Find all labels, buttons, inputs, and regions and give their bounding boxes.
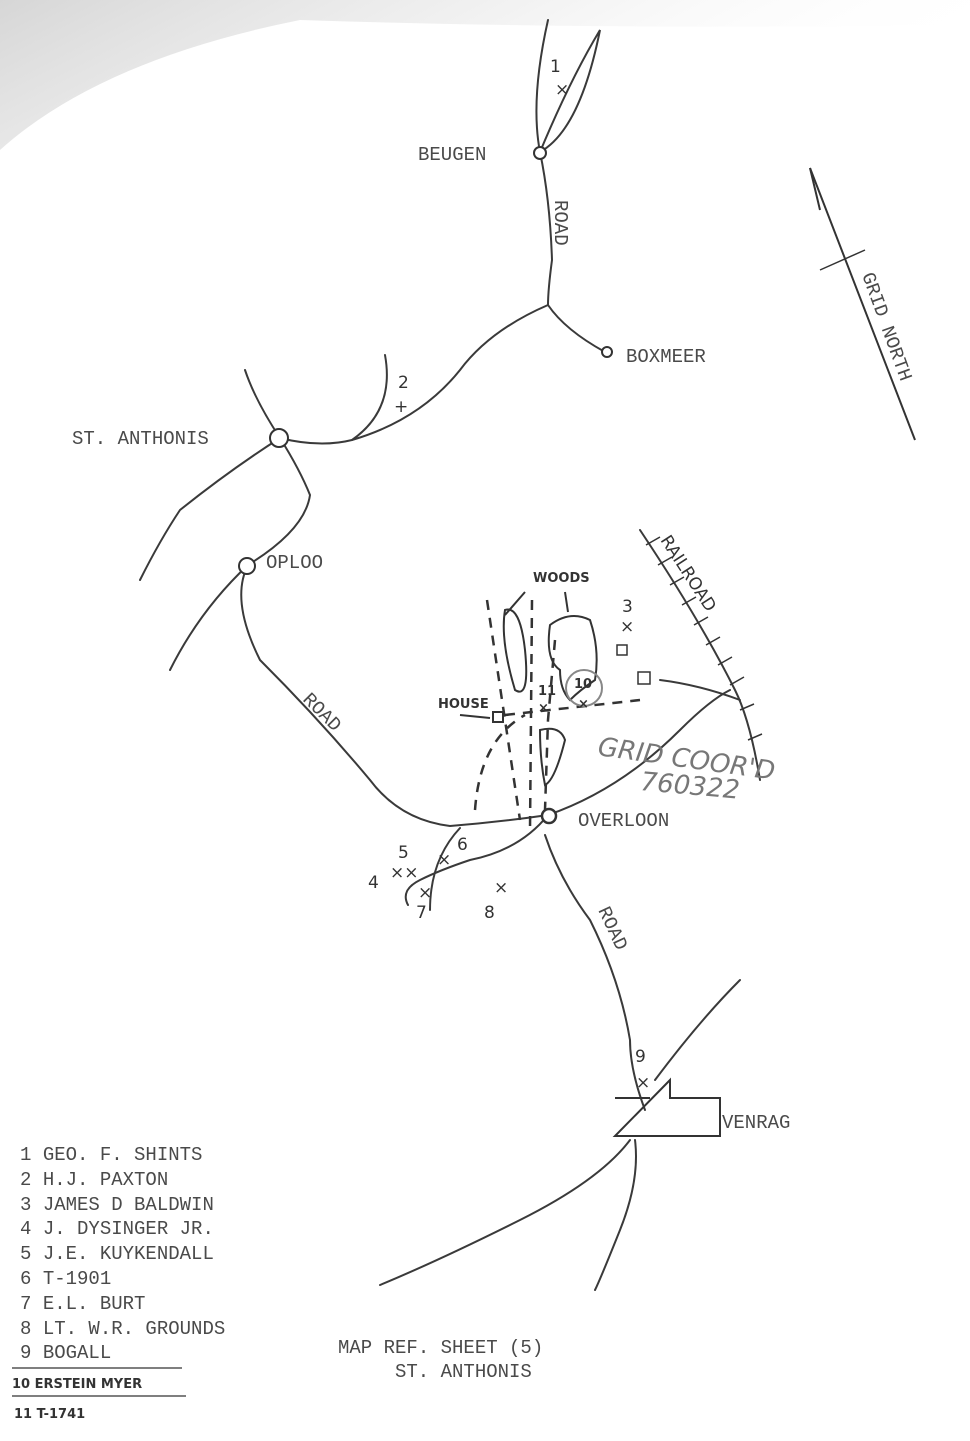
- road-southwest: [404, 814, 549, 906]
- svg-text:×: ×: [418, 883, 432, 903]
- legend-item-9: 9 BOGALL: [20, 1342, 111, 1364]
- town-oploo: OPLOO: [266, 552, 323, 574]
- legend-item-7: 7 E.L. BURT: [20, 1293, 145, 1315]
- site-marker-4: 4: [368, 873, 379, 893]
- towns: BEUGEN BOXMEER ST. ANTHONIS OPLOO OVERLO…: [72, 144, 790, 1137]
- town-marker-overloon: [540, 807, 558, 825]
- town-overloon: OVERLOON: [578, 810, 669, 832]
- road-boxmeer: [547, 304, 606, 353]
- woods-area: WOODS HOUSE: [438, 571, 651, 831]
- legend-item-4: 4 J. DYSINGER JR.: [20, 1218, 214, 1240]
- svg-text:×: ×: [620, 617, 634, 637]
- road-venrag-south-2: [594, 1139, 637, 1291]
- svg-text:×: ×: [555, 80, 569, 100]
- legend-item-2: 2 H.J. PAXTON: [20, 1169, 168, 1191]
- legend-item-8: 8 LT. W.R. GROUNDS: [20, 1318, 225, 1340]
- town-venrag: VENRAG: [722, 1112, 790, 1134]
- svg-text:×: ×: [437, 850, 451, 870]
- town-st-anthonis: ST. ANTHONIS: [72, 428, 209, 450]
- site-marker-7: 7: [416, 903, 427, 923]
- road-southwest-2: [429, 827, 461, 911]
- site-marker-9: 9: [635, 1047, 646, 1067]
- grid-north-arrow: GRID NORTH: [809, 167, 916, 441]
- road-label-north: ROAD: [549, 200, 571, 246]
- town-marker-st-anthonis: [269, 428, 289, 448]
- woods-south: [538, 727, 567, 787]
- road-venrag-south: [379, 1139, 631, 1286]
- house-label: HOUSE: [438, 697, 489, 712]
- caption-line-1: MAP REF. SHEET (5): [338, 1337, 543, 1359]
- site-10-circle: [565, 669, 603, 707]
- legend-item-3: 3 JAMES D BALDWIN: [20, 1194, 214, 1216]
- site-marker-1: 1: [550, 57, 561, 77]
- town-marker-boxmeer: [601, 346, 613, 358]
- caption-line-2: ST. ANTHONIS: [395, 1361, 532, 1383]
- site-marker-11: 11: [538, 684, 556, 699]
- woods-arrows: [504, 591, 569, 616]
- town-marker-oploo: [238, 557, 256, 575]
- road-stanthonis-oploo: [247, 437, 312, 566]
- road-oploo-overloon: [240, 564, 549, 828]
- road-east-curve: [659, 679, 741, 701]
- legend-item-1: 1 GEO. F. SHINTS: [20, 1144, 202, 1166]
- site-marker-6: 6: [457, 835, 468, 855]
- road-east-venrag: [654, 979, 741, 1081]
- road-stanthonis-west: [139, 437, 281, 581]
- svg-text:×: ×: [538, 701, 549, 716]
- house-icon: [492, 711, 504, 723]
- house-arrow-icon: [459, 714, 491, 719]
- road-label-venrag: ROAD: [593, 903, 632, 954]
- town-beugen: BEUGEN: [418, 144, 486, 166]
- legend-item-10: 10 ERSTEIN MYER: [12, 1377, 142, 1392]
- svg-text:×: ×: [636, 1073, 650, 1093]
- road-side-2: [351, 354, 388, 441]
- road-beugen-stanthonis: [279, 304, 549, 445]
- road-stanthonis-north: [244, 369, 281, 439]
- town-boxmeer: BOXMEER: [626, 346, 706, 368]
- woods-label: WOODS: [533, 571, 590, 586]
- town-marker-beugen: [533, 146, 547, 160]
- scan-smudge: [0, 0, 970, 150]
- town-marker-venrag: [612, 1077, 721, 1137]
- railroad-label: RAILROAD: [656, 532, 720, 616]
- legend-item-6: 6 T-1901: [20, 1268, 111, 1290]
- site-marker-5: 5: [398, 843, 409, 863]
- roads: [139, 19, 741, 1291]
- svg-text:××: ××: [390, 863, 419, 883]
- site-marker-2: 2: [398, 373, 409, 393]
- legend: 1 GEO. F. SHINTS 2 H.J. PAXTON 3 JAMES D…: [12, 1144, 225, 1422]
- road-oploo-west: [169, 564, 249, 671]
- woods-east: [547, 615, 598, 702]
- woods-west: [502, 608, 528, 693]
- road-beugen-south: [539, 151, 554, 306]
- road-label-oploo: ROAD: [298, 689, 346, 737]
- site-marker-8: 8: [484, 903, 495, 923]
- road-overloon-venrag: [544, 834, 646, 1111]
- site-marker-3: 3: [622, 597, 633, 617]
- legend-item-5: 5 J.E. KUYKENDALL: [20, 1243, 214, 1265]
- svg-text:×: ×: [494, 878, 508, 898]
- site-marker-10: 10: [574, 677, 592, 692]
- road-beugen-loop: [539, 29, 601, 153]
- road-beugen-north: [535, 19, 549, 153]
- building-icon: [616, 644, 628, 656]
- svg-text:×: ×: [578, 697, 589, 712]
- site-markers: 1 × 2 + 3 × 4 ×× 5 6 × 7 × 8 × 9 × 10 × …: [368, 57, 650, 1093]
- road-overloon-east: [547, 689, 731, 816]
- legend-item-11: 11 T-1741: [14, 1407, 85, 1422]
- svg-text:+: +: [394, 397, 408, 417]
- building-icon: [637, 671, 651, 685]
